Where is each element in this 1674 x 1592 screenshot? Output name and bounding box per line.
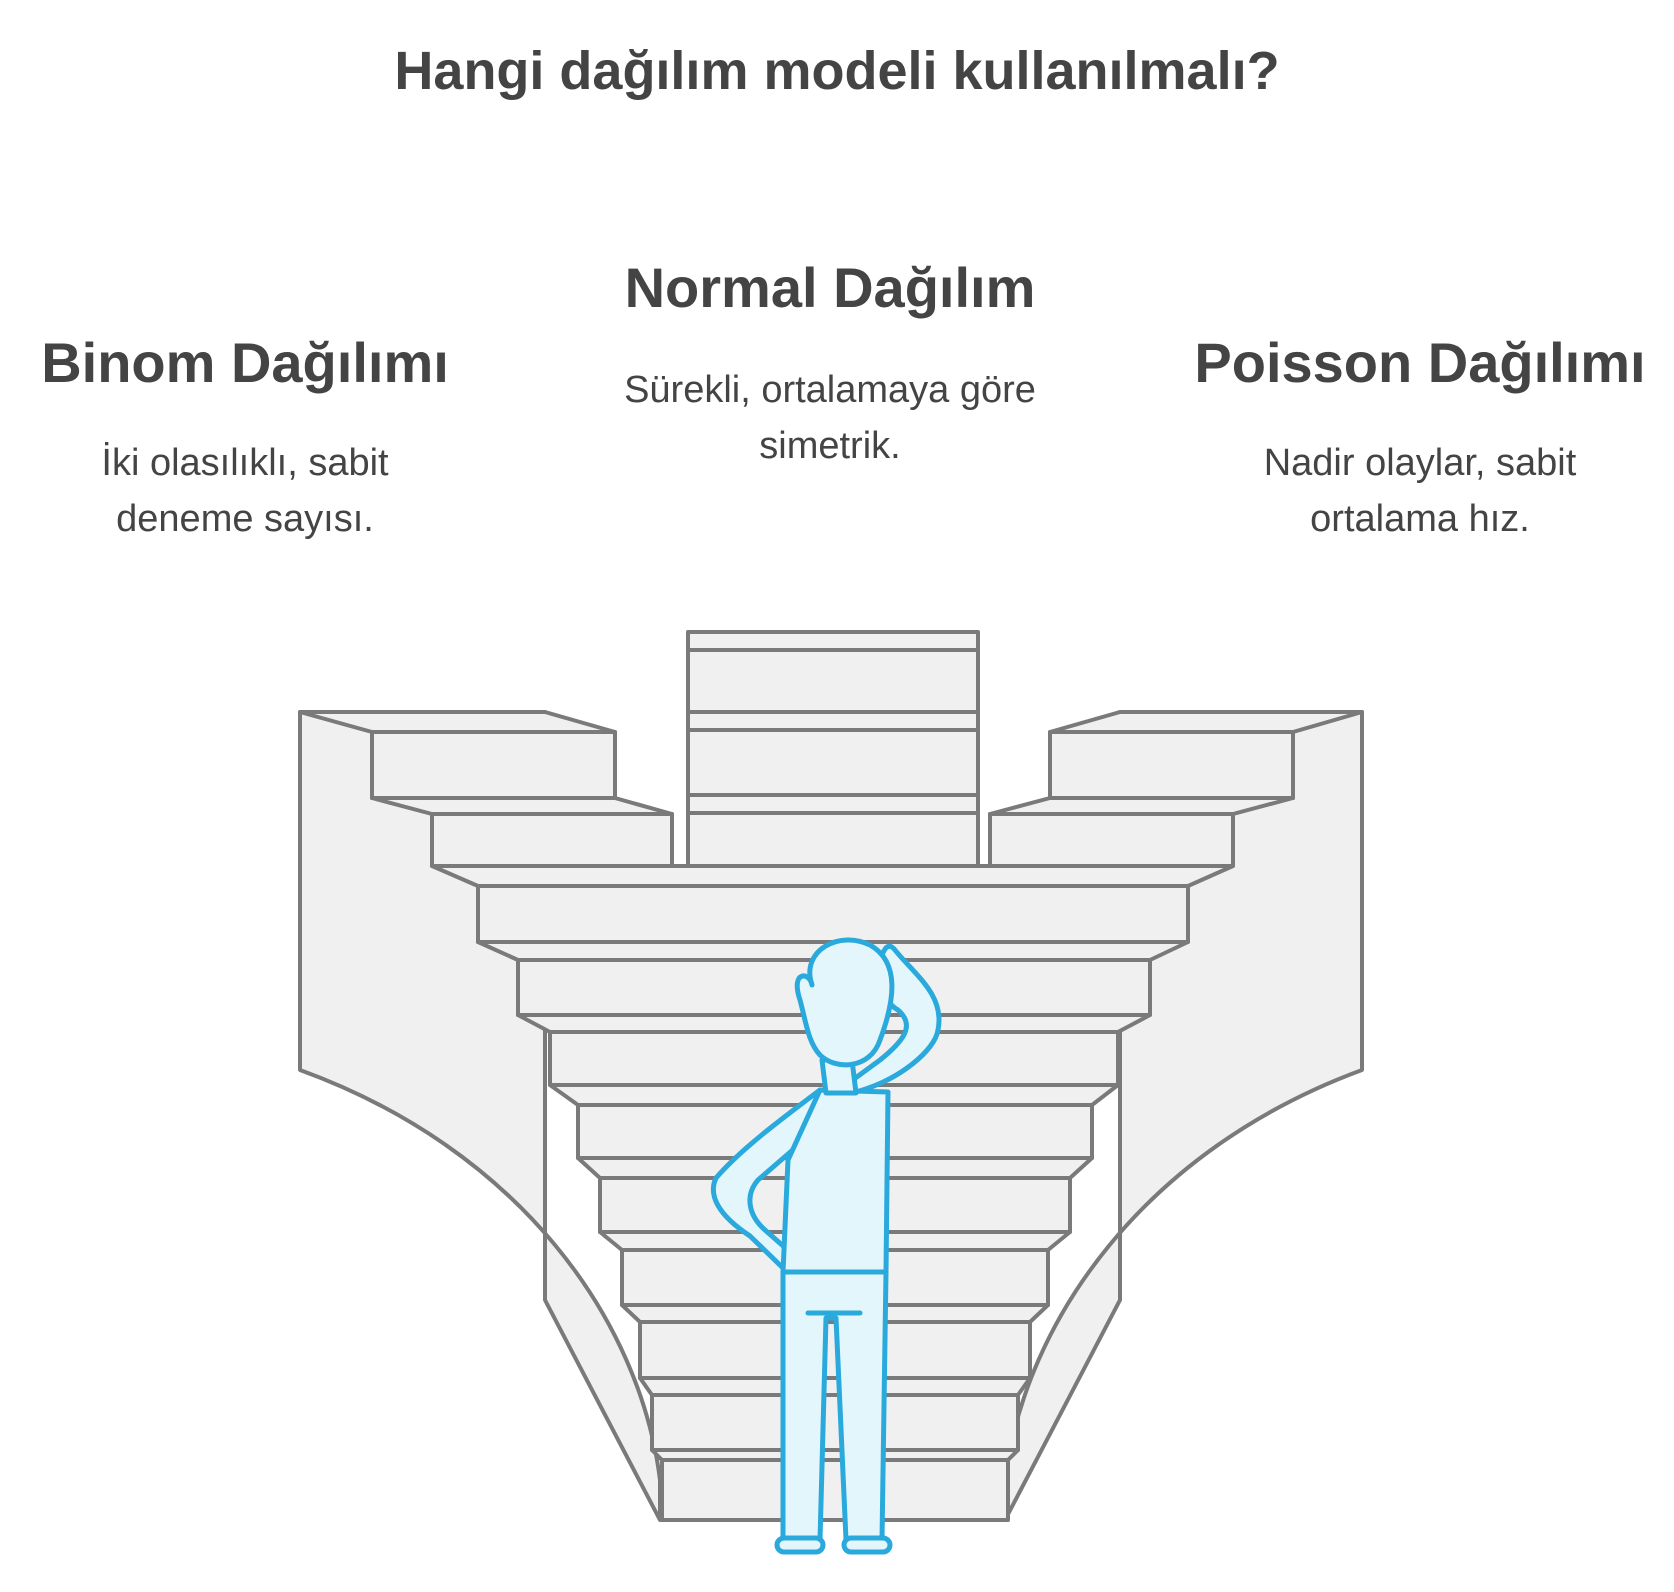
person-right-arm — [847, 943, 942, 1095]
poisson-desc-line2: ortalama hız. — [1310, 498, 1530, 540]
left-step-2-tread — [370, 796, 674, 816]
normal-desc-line1: Sürekli, ortalamaya göre — [624, 369, 1036, 411]
left-step-top — [370, 730, 617, 800]
person-torso — [780, 1087, 891, 1275]
right-step-top — [1048, 730, 1295, 800]
normal-description: Sürekli, ortalamaya göre simetrik. — [565, 362, 1095, 474]
left-wall — [298, 710, 662, 1522]
binom-desc-line2: deneme sayısı. — [116, 498, 374, 540]
poisson-title: Poisson Dağılımı — [1194, 331, 1646, 394]
left-step-2 — [430, 812, 674, 868]
stair-tread — [638, 1376, 1032, 1397]
person-head — [794, 937, 895, 1068]
person-left-foot — [774, 1535, 826, 1555]
right-step-2 — [988, 812, 1235, 868]
center-column — [686, 630, 980, 868]
diagram-title: Hangi dağılım modeli kullanılmalı? — [394, 41, 1280, 101]
stair-step — [476, 884, 1190, 944]
binom-title: Binom Dağılımı — [41, 331, 449, 394]
person-right-foot — [841, 1535, 893, 1555]
confused-person-icon — [710, 937, 942, 1555]
normal-title: Normal Dağılım — [624, 256, 1036, 319]
binom-description: İki olasılıklı, sabit deneme sayısı. — [45, 435, 445, 547]
right-step-2-tread — [988, 796, 1295, 816]
normal-desc-line2: simetrik. — [759, 425, 901, 467]
stair-landing — [430, 864, 1235, 888]
stair-step — [660, 1458, 1010, 1522]
stair-step — [650, 1393, 1020, 1452]
binom-desc-line1: İki olasılıklı, sabit — [101, 442, 389, 484]
poisson-desc-line1: Nadir olaylar, sabit — [1263, 442, 1577, 484]
poisson-description: Nadir olaylar, sabit ortalama hız. — [1195, 435, 1645, 547]
person-left-arm — [710, 1087, 823, 1271]
